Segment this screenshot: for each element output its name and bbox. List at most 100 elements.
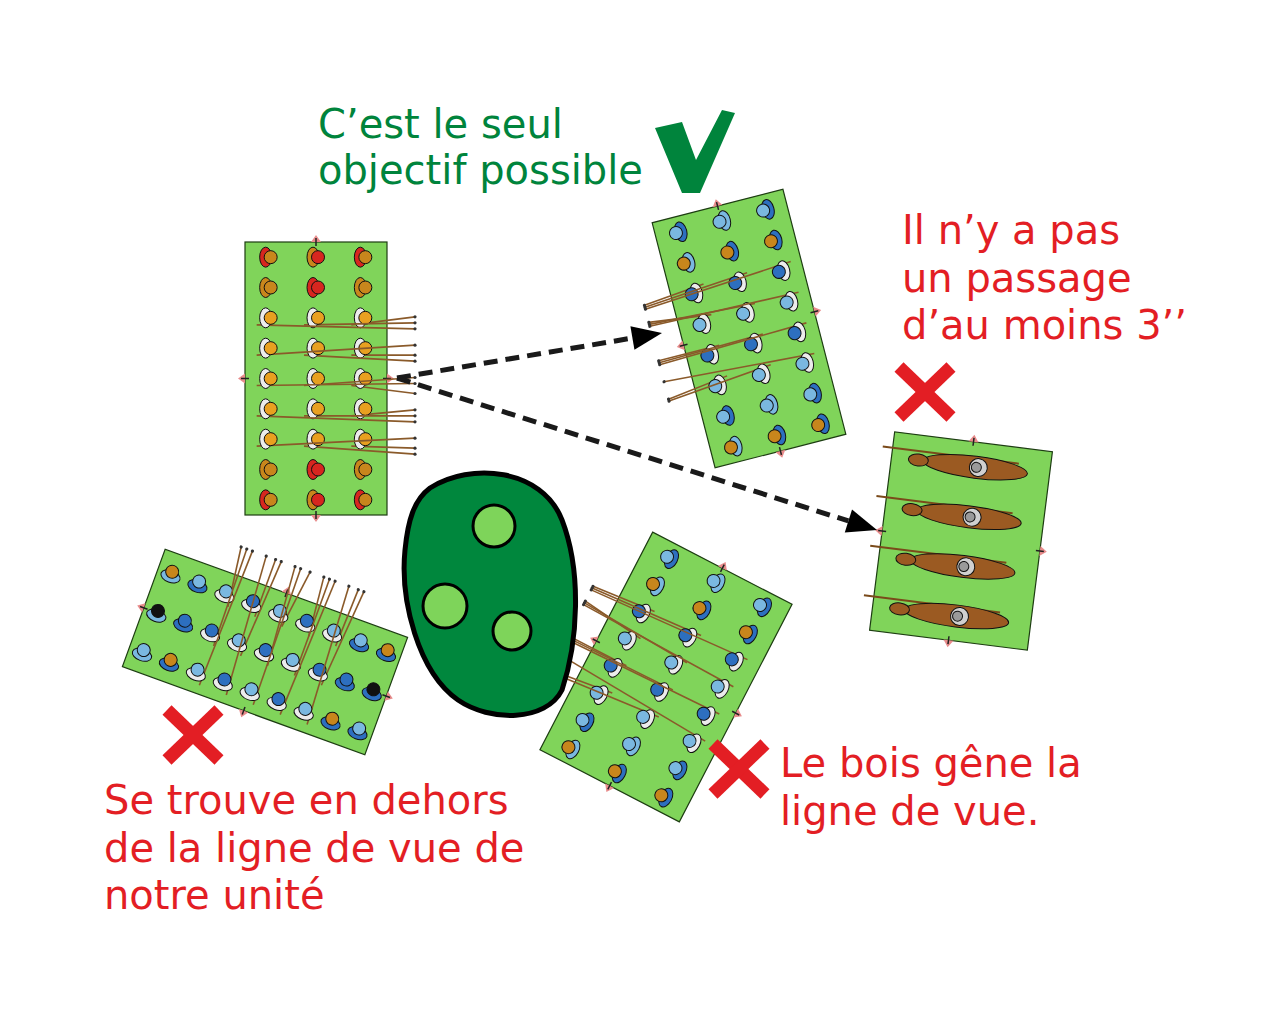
soldier-head bbox=[810, 417, 826, 433]
pike bbox=[659, 323, 808, 365]
wood-outline bbox=[404, 473, 575, 715]
soldier-head bbox=[177, 612, 194, 629]
pike-tip bbox=[356, 588, 360, 592]
horse bbox=[903, 599, 1010, 634]
edge-tick bbox=[878, 531, 886, 532]
soldier-head bbox=[644, 575, 662, 593]
pike bbox=[643, 262, 793, 310]
soldier-head bbox=[359, 463, 372, 476]
pike-tip bbox=[347, 584, 351, 588]
text-line: notre unité bbox=[104, 872, 524, 920]
text-line: Le bois gêne la bbox=[780, 739, 1082, 787]
soldier-head bbox=[264, 402, 277, 415]
soldier-head bbox=[735, 306, 751, 322]
edge-tick bbox=[811, 311, 819, 313]
pike bbox=[257, 384, 415, 386]
rider-head bbox=[964, 511, 975, 522]
soldier-head bbox=[802, 386, 818, 402]
edge-tick bbox=[779, 447, 781, 455]
pike-tip bbox=[413, 420, 416, 423]
edge-tick bbox=[732, 711, 739, 715]
soldier-head bbox=[312, 281, 325, 294]
horse-head bbox=[908, 453, 929, 467]
soldier-head bbox=[191, 573, 208, 590]
soldier-head bbox=[751, 367, 767, 383]
pike-tip bbox=[413, 376, 416, 379]
tree bbox=[423, 584, 467, 628]
text-line: de la ligne de vue de bbox=[104, 825, 524, 873]
rider-head bbox=[952, 611, 963, 622]
edge-tick bbox=[608, 782, 612, 789]
invalid-target-note: Le bois gêne la ligne de vue. bbox=[780, 739, 1082, 835]
cross-stroke bbox=[713, 744, 765, 794]
invalid-target-note: Il n’y a pas un passage d’au moins 3’’ bbox=[902, 207, 1187, 350]
soldier-head bbox=[164, 563, 181, 580]
soldier-head bbox=[771, 264, 787, 280]
soldier-head bbox=[264, 433, 277, 446]
valid-target-note: C’est le seul objectif possible bbox=[318, 101, 643, 193]
pike-tip bbox=[274, 557, 278, 561]
unit-rect bbox=[122, 549, 407, 755]
soldier-head bbox=[667, 759, 685, 777]
edge-tick bbox=[973, 438, 974, 446]
soldier-head bbox=[653, 787, 671, 805]
soldier-head bbox=[715, 409, 731, 425]
pike bbox=[643, 273, 749, 307]
text-line: Se trouve en dehors bbox=[104, 777, 524, 825]
soldier-head bbox=[359, 402, 372, 415]
arrowhead bbox=[845, 510, 877, 533]
text-line: un passage bbox=[902, 255, 1187, 303]
edge-tick bbox=[593, 639, 600, 643]
pike bbox=[566, 635, 720, 717]
soldier-head bbox=[668, 225, 684, 241]
edge-tick bbox=[948, 636, 949, 644]
pike bbox=[280, 579, 335, 717]
soldier-head bbox=[787, 325, 803, 341]
pike-tip bbox=[413, 414, 416, 417]
soldier-head bbox=[312, 402, 325, 415]
soldier-head bbox=[324, 710, 341, 727]
soldier-head bbox=[359, 433, 372, 446]
arrowhead bbox=[630, 326, 662, 350]
pike-tip bbox=[413, 408, 416, 411]
soldier-head bbox=[162, 652, 179, 669]
soldier-head bbox=[767, 428, 783, 444]
soldier-head bbox=[379, 642, 396, 659]
pike-tip bbox=[589, 588, 593, 592]
dashed-arrow-line bbox=[397, 338, 632, 378]
pike-tip bbox=[308, 570, 312, 574]
pike-tip bbox=[413, 354, 416, 357]
soldier-head bbox=[359, 251, 372, 264]
pike-tip bbox=[299, 567, 303, 571]
soldier-head bbox=[312, 251, 325, 264]
pike-tip bbox=[362, 590, 366, 594]
soldier-head bbox=[270, 691, 287, 708]
rider bbox=[949, 606, 969, 626]
pike-tip bbox=[581, 602, 585, 606]
soldier-head bbox=[723, 439, 739, 455]
cross-mark bbox=[713, 744, 765, 794]
unit-base bbox=[113, 519, 424, 764]
horse-head bbox=[889, 602, 910, 616]
soldier-head bbox=[719, 245, 735, 261]
soldier-head bbox=[620, 735, 638, 753]
soldier-head bbox=[230, 632, 247, 649]
pike-tip bbox=[333, 579, 337, 583]
soldier-head bbox=[312, 463, 325, 476]
soldier-head bbox=[763, 233, 779, 249]
pike-tip bbox=[239, 545, 243, 549]
unit-rect bbox=[652, 189, 846, 468]
rider-head bbox=[971, 462, 982, 473]
soldier-head bbox=[606, 762, 624, 780]
soldier-head bbox=[264, 281, 277, 294]
pike bbox=[304, 446, 415, 454]
pike bbox=[659, 334, 764, 363]
pike bbox=[650, 288, 799, 330]
edge-tick bbox=[241, 378, 249, 380]
pike bbox=[257, 345, 415, 355]
arrows-layer bbox=[397, 326, 877, 532]
dashed-arrow-line bbox=[397, 378, 848, 521]
edge-tick bbox=[717, 202, 719, 210]
soldier-head bbox=[676, 256, 692, 272]
soldier-head bbox=[616, 630, 634, 648]
